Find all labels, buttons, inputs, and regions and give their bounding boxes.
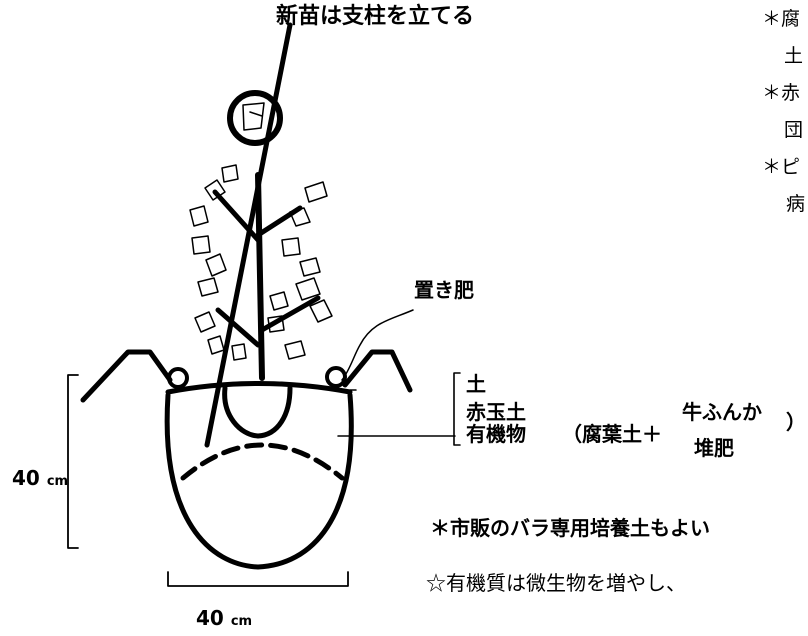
side-note-3-line2: 病 <box>786 193 806 215</box>
side-note-1-line1: ＊腐 <box>762 8 801 30</box>
leaf-cluster <box>189 164 333 361</box>
rose-bud <box>227 90 283 146</box>
compost-label: 堆肥 <box>694 436 734 460</box>
branch-left-lower <box>215 307 261 348</box>
height-value: 40 <box>12 466 40 490</box>
commercial-soil-note: ＊市販のバラ専用培養土もよい <box>430 516 710 540</box>
soil-label: 土 <box>466 372 486 396</box>
cow-manure-label: 牛ふんか <box>682 400 762 424</box>
height-dimension: 40 cm <box>12 468 68 488</box>
width-value: 40 <box>196 606 224 630</box>
branch-right-lower <box>259 295 321 333</box>
branch-right-upper <box>255 205 303 238</box>
main-stem <box>255 172 265 381</box>
fertilizer-curl-right <box>325 366 347 388</box>
side-note-2-line2: 団 <box>784 119 804 141</box>
ground-wing-right <box>342 349 413 393</box>
organic-microbe-note: ☆有機質は微生物を増やし、 <box>426 571 686 595</box>
organic-mix-paren-right: ） <box>786 410 806 434</box>
planting-hole-outline <box>164 392 354 570</box>
fertilizer-label: 置き肥 <box>414 278 474 302</box>
fertilizer-curl-left <box>167 367 189 389</box>
side-note-3-line1: ＊ピ <box>762 156 801 178</box>
height-bracket <box>67 374 79 549</box>
stake-label: 新苗は支柱を立てる <box>276 4 475 29</box>
organic-layer-boundary <box>180 442 345 481</box>
height-unit: cm <box>46 474 69 489</box>
ground-surface-line <box>165 381 353 395</box>
organic-mix-paren-left: （腐葉土＋ <box>562 422 662 446</box>
support-stake <box>204 22 293 448</box>
akadama-label: 赤玉土 <box>466 400 526 424</box>
width-unit: cm <box>230 614 253 629</box>
side-note-1-line2: 土 <box>784 45 804 67</box>
soil-layer-brace <box>453 372 461 446</box>
fertilizer-pointer <box>341 309 414 381</box>
side-note-2-line1: ＊赤 <box>762 82 801 104</box>
width-bracket <box>167 571 349 587</box>
width-dimension: 40 cm <box>196 608 252 628</box>
root-ball <box>222 385 293 439</box>
organic-label: 有機物 <box>466 422 526 446</box>
ground-wing-left <box>80 349 173 403</box>
branch-left-upper <box>212 189 261 243</box>
